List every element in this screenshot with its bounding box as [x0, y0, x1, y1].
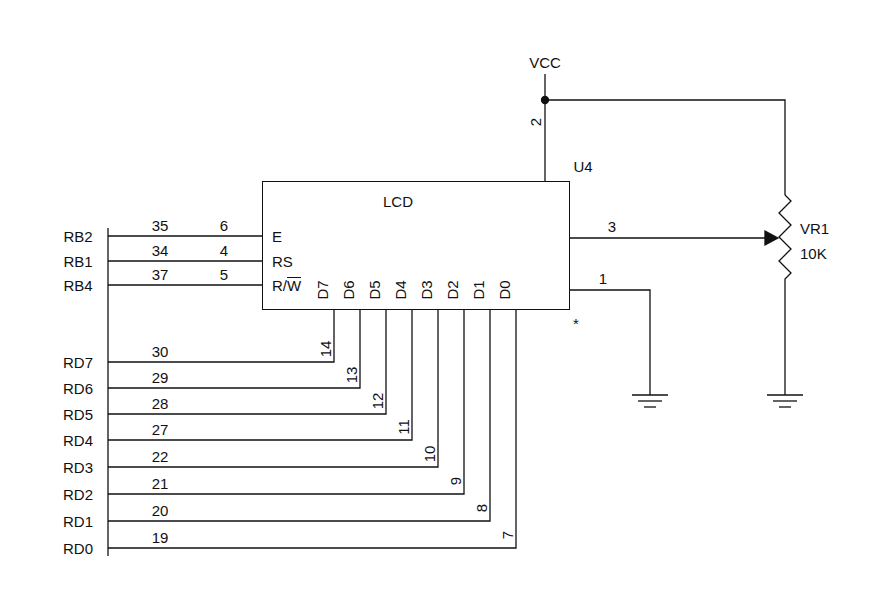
pin-number: 14 [318, 341, 333, 358]
pin-number: 5 [220, 267, 228, 282]
pin-number: 10 [422, 446, 437, 463]
pin-number: 6 [220, 218, 228, 233]
pin-number: 9 [448, 477, 463, 485]
signal-name: RD5 [63, 407, 93, 422]
pin-number: 8 [474, 504, 489, 512]
pin-marker: * [573, 316, 579, 331]
pin-number: 35 [152, 218, 169, 233]
supply-label: VCC [529, 55, 561, 70]
bus-line [107, 228, 108, 556]
wire [108, 310, 360, 388]
pin-name: D7 [315, 280, 330, 299]
pin-number: 30 [152, 344, 169, 359]
lcd-module-box: LCDU4 [262, 181, 570, 310]
part-reference: VR1 [800, 221, 829, 236]
signal-name: RD4 [63, 433, 93, 448]
wire [108, 310, 438, 467]
pin-name: E [272, 229, 282, 244]
pin-name: R/W [272, 278, 301, 293]
wire [108, 260, 262, 261]
signal-name: RD1 [63, 514, 93, 529]
wire [108, 310, 412, 440]
active-low-bar [287, 277, 301, 278]
pin-name: D1 [471, 280, 486, 299]
pin-number: 11 [396, 419, 411, 435]
signal-name: RB4 [63, 278, 92, 293]
resistor-symbol [779, 195, 791, 285]
pin-number: 13 [344, 367, 359, 384]
pin-number: 1 [599, 271, 607, 286]
pin-name: D4 [393, 280, 408, 299]
wire [108, 310, 334, 362]
pin-number: 28 [152, 396, 169, 411]
pin-number: 4 [220, 243, 228, 258]
pin-number: 27 [152, 422, 169, 437]
wire [784, 285, 785, 395]
ground-symbol [767, 395, 803, 407]
pin-number: 20 [152, 503, 169, 518]
signal-name: RD0 [63, 541, 93, 556]
wire [108, 310, 464, 494]
wire [108, 235, 262, 236]
wire [108, 284, 262, 285]
pin-number: 12 [370, 393, 385, 410]
pin-number: 37 [152, 267, 169, 282]
signal-name: RB2 [63, 229, 92, 244]
signal-name: RB1 [63, 254, 92, 269]
pin-name: D2 [445, 280, 460, 299]
pin-name: D0 [497, 280, 512, 299]
wire [545, 100, 785, 195]
part-reference: U4 [573, 159, 592, 174]
signal-name: RD2 [63, 487, 93, 502]
pin-name: D6 [341, 280, 356, 299]
wire [570, 290, 650, 395]
wire [108, 310, 490, 521]
ground-symbol [632, 395, 668, 407]
pin-name: D5 [367, 280, 382, 299]
pin-number: 19 [152, 530, 169, 545]
wire [108, 310, 386, 414]
wire [108, 310, 516, 548]
pin-name: RS [272, 254, 293, 269]
wiper-arrow [765, 231, 778, 245]
signal-name: RD3 [63, 460, 93, 475]
pin-number: 29 [152, 370, 169, 385]
pin-number: 22 [152, 449, 169, 464]
component-value: 10K [800, 246, 827, 261]
pin-number: 7 [500, 531, 515, 539]
junction-dot [542, 97, 549, 104]
pin-name: D3 [419, 280, 434, 299]
pin-number: 21 [152, 476, 169, 491]
wiper-wire [570, 237, 766, 238]
pin-number: 34 [152, 243, 169, 258]
pin-number: 3 [608, 219, 616, 234]
signal-name: RD6 [63, 381, 93, 396]
pin-number: 2 [528, 118, 543, 126]
wire [544, 74, 545, 181]
component-name: LCD [383, 194, 413, 209]
signal-name: RD7 [63, 355, 93, 370]
